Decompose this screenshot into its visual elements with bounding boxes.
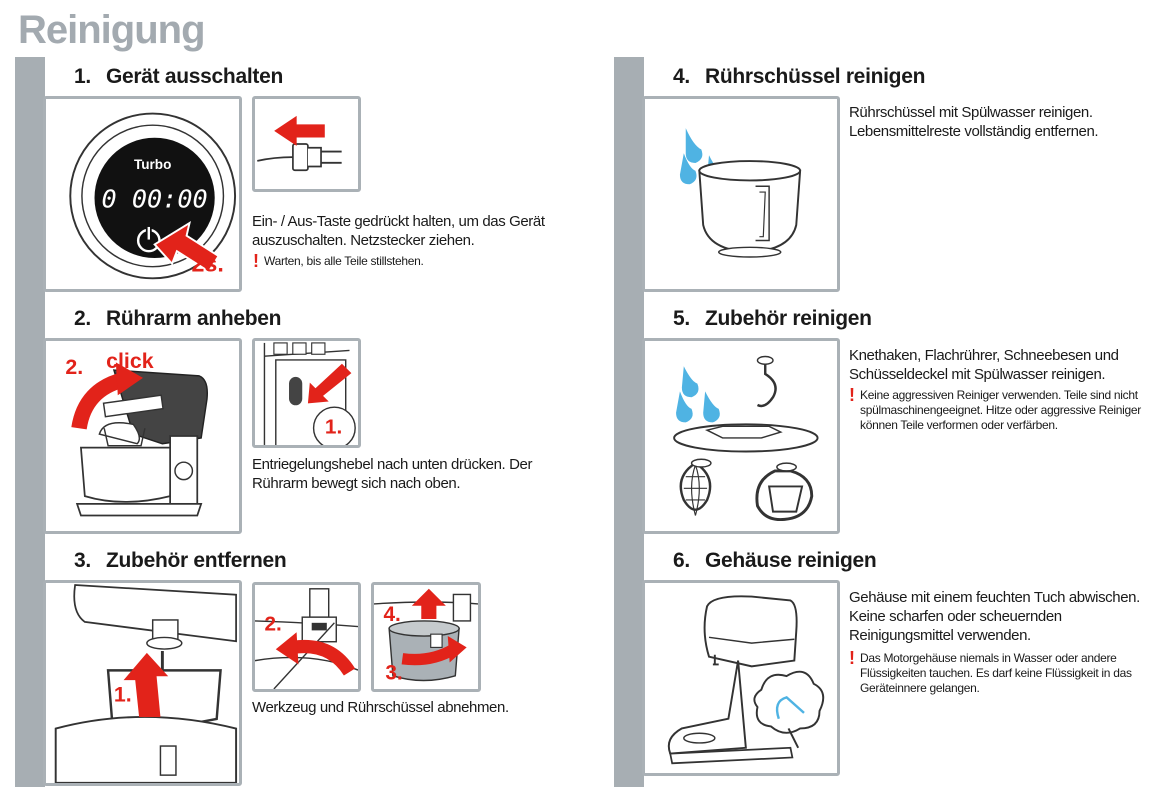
step-2-label-2: 2.	[65, 355, 83, 379]
step-1-heading: 1. Gerät ausschalten	[74, 64, 283, 90]
dough-hook-icon	[756, 355, 777, 408]
step-6-title: Gehäuse reinigen	[705, 549, 877, 572]
step-1-image-display: Turbo 0 00:00 2s.	[43, 96, 242, 292]
whisk-icon	[679, 458, 712, 516]
step-3-label-4: 4.	[383, 603, 400, 626]
step-2-description: Entriegelungshebel nach unten drücken. D…	[252, 456, 533, 492]
step-6-description: Gehäuse mit einem feuchten Tuch abwische…	[849, 589, 1140, 644]
heading-strip-6	[644, 542, 1164, 579]
step-2-label-1: 1.	[325, 416, 342, 439]
step-4-image-bowl	[642, 96, 840, 292]
step-4-heading: 4. Rührschüssel reinigen	[673, 64, 925, 90]
remove-up-arrow-icon	[123, 652, 169, 717]
step-2-number: 2.	[74, 307, 91, 330]
step-3-description: Werkzeug und Rührschüssel abnehmen.	[252, 699, 509, 716]
heading-strip-3	[45, 542, 605, 579]
step-3-image-bowl: 4. 3.	[371, 582, 481, 692]
step-6-image-housing	[642, 580, 840, 776]
lift-bowl-arrow-icon	[411, 588, 446, 620]
step-2-heading: 2. Rührarm anheben	[74, 306, 282, 332]
step-1-description: Ein- / Aus-Taste gedrückt halten, um das…	[252, 213, 545, 249]
step-3-label-3: 3.	[385, 662, 402, 685]
water-drops-icon	[676, 366, 720, 423]
display-mode-label: Turbo	[134, 157, 171, 172]
step-1-title: Gerät ausschalten	[106, 65, 283, 88]
step-1-image-plug	[252, 96, 361, 192]
step-1-warning-icon: !	[253, 251, 259, 271]
press-arrow-icon	[153, 221, 220, 273]
push-down-arrow-icon	[307, 363, 352, 404]
heading-strip-4	[644, 58, 1164, 95]
step-5-number: 5.	[673, 307, 690, 330]
step-4-number: 4.	[673, 65, 690, 88]
step-6-number: 6.	[673, 549, 690, 572]
display-time-readout: 0 00:00	[102, 185, 208, 214]
step-3-label-2: 2.	[264, 612, 281, 635]
right-sidebar-bar	[614, 57, 644, 787]
step-5-title: Zubehör reinigen	[705, 307, 872, 330]
step-3-number: 3.	[74, 549, 91, 572]
lift-arrow-icon	[71, 362, 143, 430]
step-2-image-mixer: 2. click	[43, 338, 242, 534]
step-1-warning: Warten, bis alle Teile stillstehen.	[264, 254, 424, 268]
flat-beater-icon	[755, 462, 814, 522]
heading-strip-5	[644, 300, 1164, 337]
step-4-title: Rührschüssel reinigen	[705, 65, 926, 88]
step-3-image-rotate: 2.	[252, 582, 361, 692]
step-5-description: Knethaken, Flachrührer, Schneebesen und …	[849, 347, 1119, 383]
cloth-icon	[753, 670, 825, 749]
step-5-warning: Keine aggressiven Reiniger verwenden. Te…	[860, 388, 1141, 432]
step-6-warning: Das Motorgehäuse niemals in Wasser oder …	[860, 651, 1132, 695]
step-5-heading: 5. Zubehör reinigen	[673, 306, 872, 332]
step-5-image-accessories	[642, 338, 840, 534]
step-3-title: Zubehör entfernen	[106, 549, 287, 572]
page-title: Reinigung	[18, 8, 206, 52]
hold-duration-label: 2s.	[191, 251, 223, 277]
step-6-warning-icon: !	[849, 648, 855, 668]
step-2-title: Rührarm anheben	[106, 307, 282, 330]
heading-strip-1	[45, 58, 605, 95]
step-2-image-lever: 1.	[252, 338, 361, 448]
step-3-heading: 3. Zubehör entfernen	[74, 548, 287, 574]
step-3-image-tool: 1.	[43, 580, 242, 786]
turn-bowl-arrow-icon	[401, 636, 467, 666]
pull-arrow-icon	[274, 115, 325, 146]
heading-strip-2	[45, 300, 605, 337]
step-1-number: 1.	[74, 65, 91, 88]
left-sidebar-bar	[15, 57, 45, 787]
click-label: click	[106, 349, 154, 373]
rotate-arrow-icon	[275, 632, 356, 676]
step-3-label-1: 1.	[114, 682, 132, 706]
step-5-warning-icon: !	[849, 385, 855, 405]
step-4-description: Rührschüssel mit Spülwasser reinigen. Le…	[849, 104, 1099, 140]
bowl-lid-icon	[673, 423, 819, 453]
step-6-heading: 6. Gehäuse reinigen	[673, 548, 877, 574]
